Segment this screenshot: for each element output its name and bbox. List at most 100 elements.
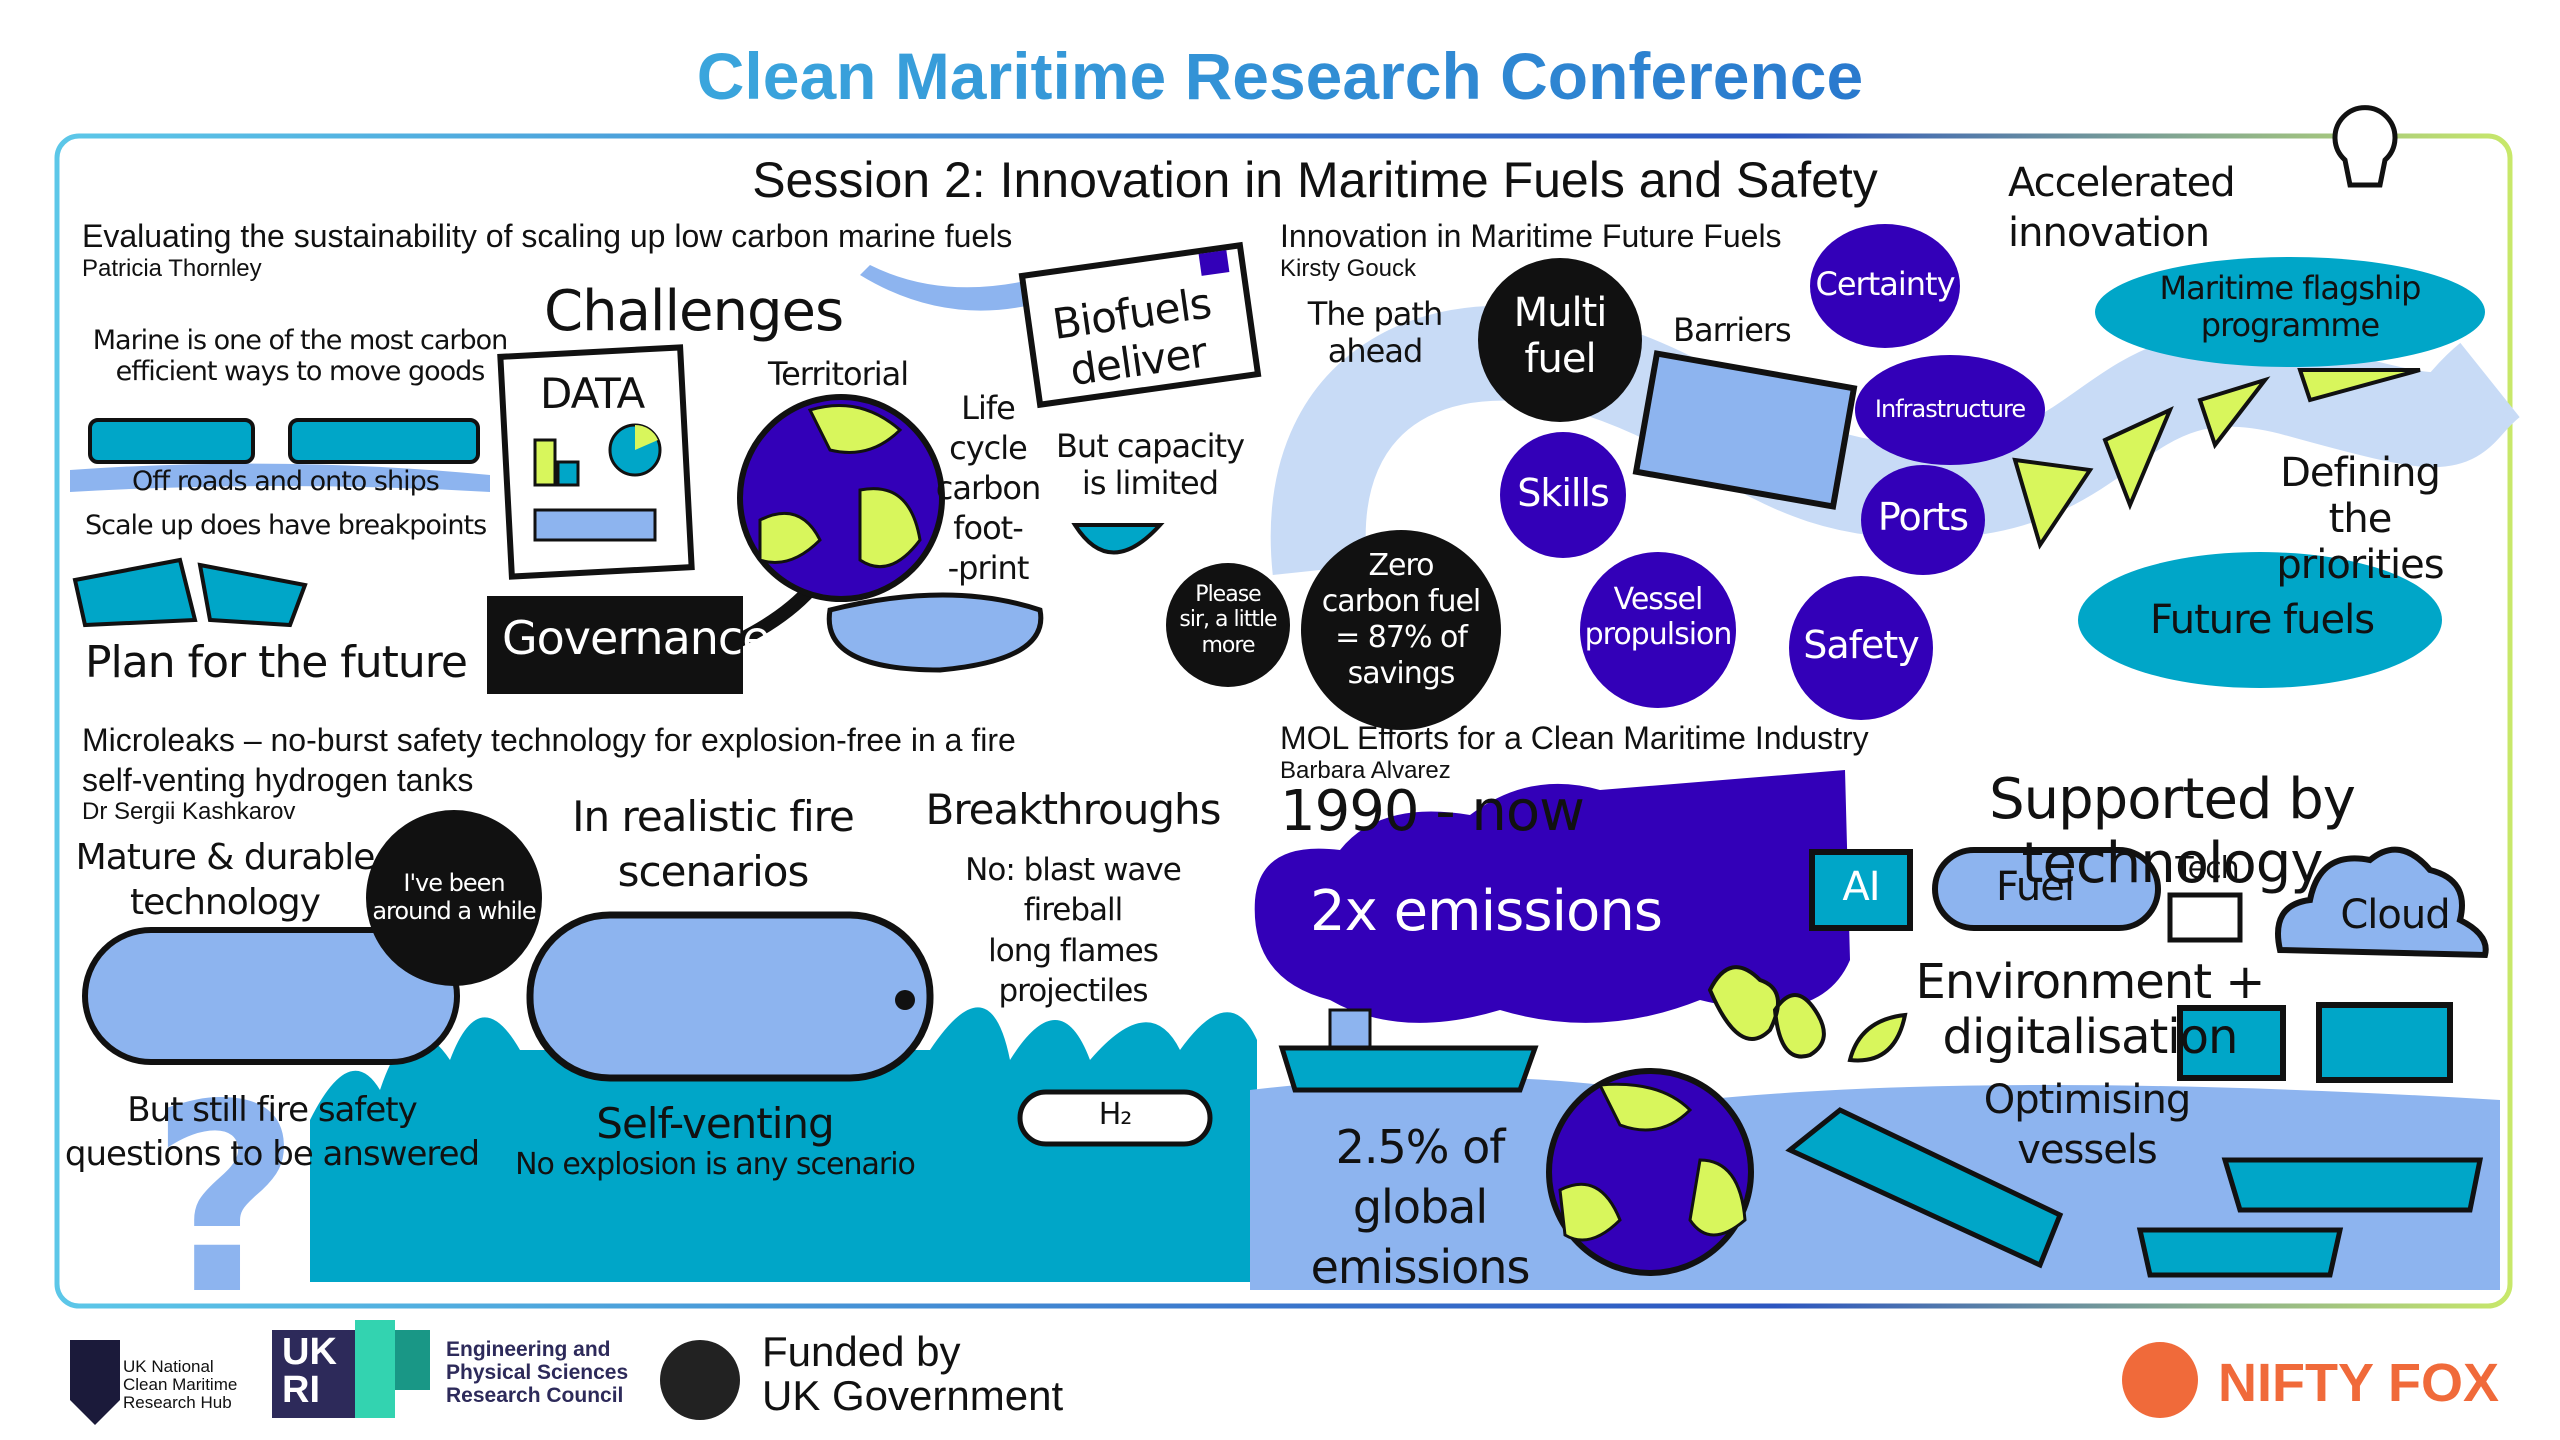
speaker-name: Patricia Thornley [82, 255, 262, 282]
water-wave [70, 463, 490, 492]
ship-icon [288, 418, 480, 464]
puddle [826, 592, 1044, 673]
label: Multi fuel [1513, 290, 1608, 382]
container-ship [1785, 1107, 2064, 1269]
speaker-name: Barbara Alvarez [1280, 757, 1451, 784]
please-bubble [1166, 563, 1290, 687]
label: But capacity is limited [1055, 427, 1245, 502]
label: But still fire safety questions to be an… [64, 1090, 480, 1175]
valve-icon [895, 990, 915, 1010]
around-bubble [366, 810, 542, 986]
talk-title: Innovation in Maritime Future Fuels [1280, 218, 1782, 254]
session-title: Session 2: Innovation in Maritime Fuels … [752, 152, 1878, 208]
broken-ship-icon [72, 557, 308, 628]
label: No explosion is any scenario [515, 1147, 916, 1182]
label: I've been around a while [372, 869, 536, 925]
label: Maritime flagship programme [2159, 269, 2422, 344]
stamp-icon [1198, 250, 1230, 276]
flames [310, 1007, 1257, 1282]
barrier-icon [1632, 350, 1858, 510]
safety-blob [1789, 576, 1933, 720]
label: Barriers [1673, 311, 1792, 349]
flagship-ellipse [2095, 257, 2485, 367]
label: Challenges [544, 279, 844, 344]
future-fuels-ellipse [2078, 552, 2442, 688]
label: Life cycle carbon foot- -print [935, 389, 1042, 587]
multi-fuel-circle [1478, 258, 1642, 422]
label: Mature & durable technology [75, 837, 376, 923]
fuel-tank [1932, 847, 2161, 931]
label: Off roads and onto ships [132, 466, 440, 497]
label: Safety [1803, 623, 1920, 667]
bar-chart-icon [533, 438, 557, 487]
cloud-icon [2275, 846, 2489, 959]
epsrc-logo-text: Engineering and Physical Sciences Resear… [446, 1338, 629, 1408]
conference-title: Clean Maritime Research Conference [0, 38, 2560, 114]
label: H₂ [1098, 1097, 1133, 1132]
label: Certainty [1815, 265, 1956, 303]
label: Breakthroughs [925, 785, 1222, 834]
ship-icon [533, 508, 657, 542]
funded-by-text: Funded by UK Government [762, 1328, 1064, 1420]
label: Accelerated innovation [2008, 160, 2236, 256]
label: Plan for the future [85, 637, 468, 688]
label: Infrastructure [1874, 395, 2026, 423]
talk-title: Evaluating the sustainability of scaling… [82, 218, 1013, 254]
ai-monitor [1809, 849, 1913, 931]
infrastructure-blob [1855, 355, 2045, 465]
fox-logo [2122, 1342, 2198, 1418]
label: Ports [1877, 495, 1969, 539]
vessel-blob [1580, 552, 1736, 708]
label: Optimising vessels [1983, 1077, 2191, 1173]
label: Marine is one of the most carbon efficie… [92, 325, 509, 388]
label: Future fuels [2149, 597, 2375, 643]
talk-title: Microleaks – no-burst safety technology … [82, 722, 1016, 798]
lightbulb-icon [2332, 105, 2398, 188]
talk-title: MOL Efforts for a Clean Maritime Industr… [1280, 720, 1869, 756]
smoke-cloud [1254, 770, 1850, 1023]
priority-triangles [2012, 368, 2421, 550]
label: 1990 - now [1280, 779, 1585, 844]
label: No: blast wave fireball long flames proj… [965, 852, 1182, 1009]
ship-icon [88, 418, 255, 464]
label: AI [1842, 864, 1880, 910]
governance-box [487, 596, 743, 694]
label: Fuel [1996, 864, 2075, 910]
royal-crest-logo [660, 1340, 740, 1420]
label: Skills [1517, 471, 1610, 515]
question-mark-icon: ? [150, 1050, 301, 1352]
label: Cloud [2340, 892, 2450, 938]
label: Scale up does have breakpoints [85, 510, 487, 541]
speaker-name: Dr Sergii Kashkarov [82, 798, 296, 825]
label: Territorial [768, 355, 909, 393]
monitor-icon [2316, 1002, 2453, 1083]
electric-ship [2221, 1157, 2484, 1213]
zero-carbon-circle [1301, 530, 1501, 730]
bowl-icon [1071, 523, 1165, 555]
label: Self-venting [596, 1099, 834, 1148]
label: DATA [540, 369, 645, 418]
small-boat [2136, 1227, 2344, 1278]
big-tank [526, 911, 934, 1082]
ports-blob [1861, 465, 1985, 575]
label: The path ahead [1307, 295, 1443, 370]
hub-logo-text: UK National Clean Maritime Research Hub [123, 1357, 238, 1412]
speech-swoosh [860, 265, 1050, 311]
label: Supported by technology [1989, 767, 2356, 897]
label: 2.5% of global emissions [1310, 1120, 1531, 1294]
trees-icon [1707, 965, 1908, 1063]
label: Tech [2175, 851, 2239, 886]
frame-border [54, 133, 2513, 1309]
label: In realistic fire scenarios [572, 792, 855, 896]
certainty-blob [1810, 224, 1960, 348]
label: Vessel propulsion [1584, 582, 1733, 652]
label: 2x emissions [1310, 879, 1663, 944]
label: Please sir, a little more [1179, 582, 1277, 658]
label: Zero carbon fuel = 87% of savings [1321, 548, 1482, 691]
tech-box [2167, 892, 2243, 943]
label: Environment + digitalisation [1915, 954, 2266, 1066]
ukri-logo-text: UK RI [282, 1331, 337, 1411]
nifty-fox-logo-text: NIFTY FOX [2218, 1353, 2500, 1413]
label: Governance [502, 611, 771, 665]
